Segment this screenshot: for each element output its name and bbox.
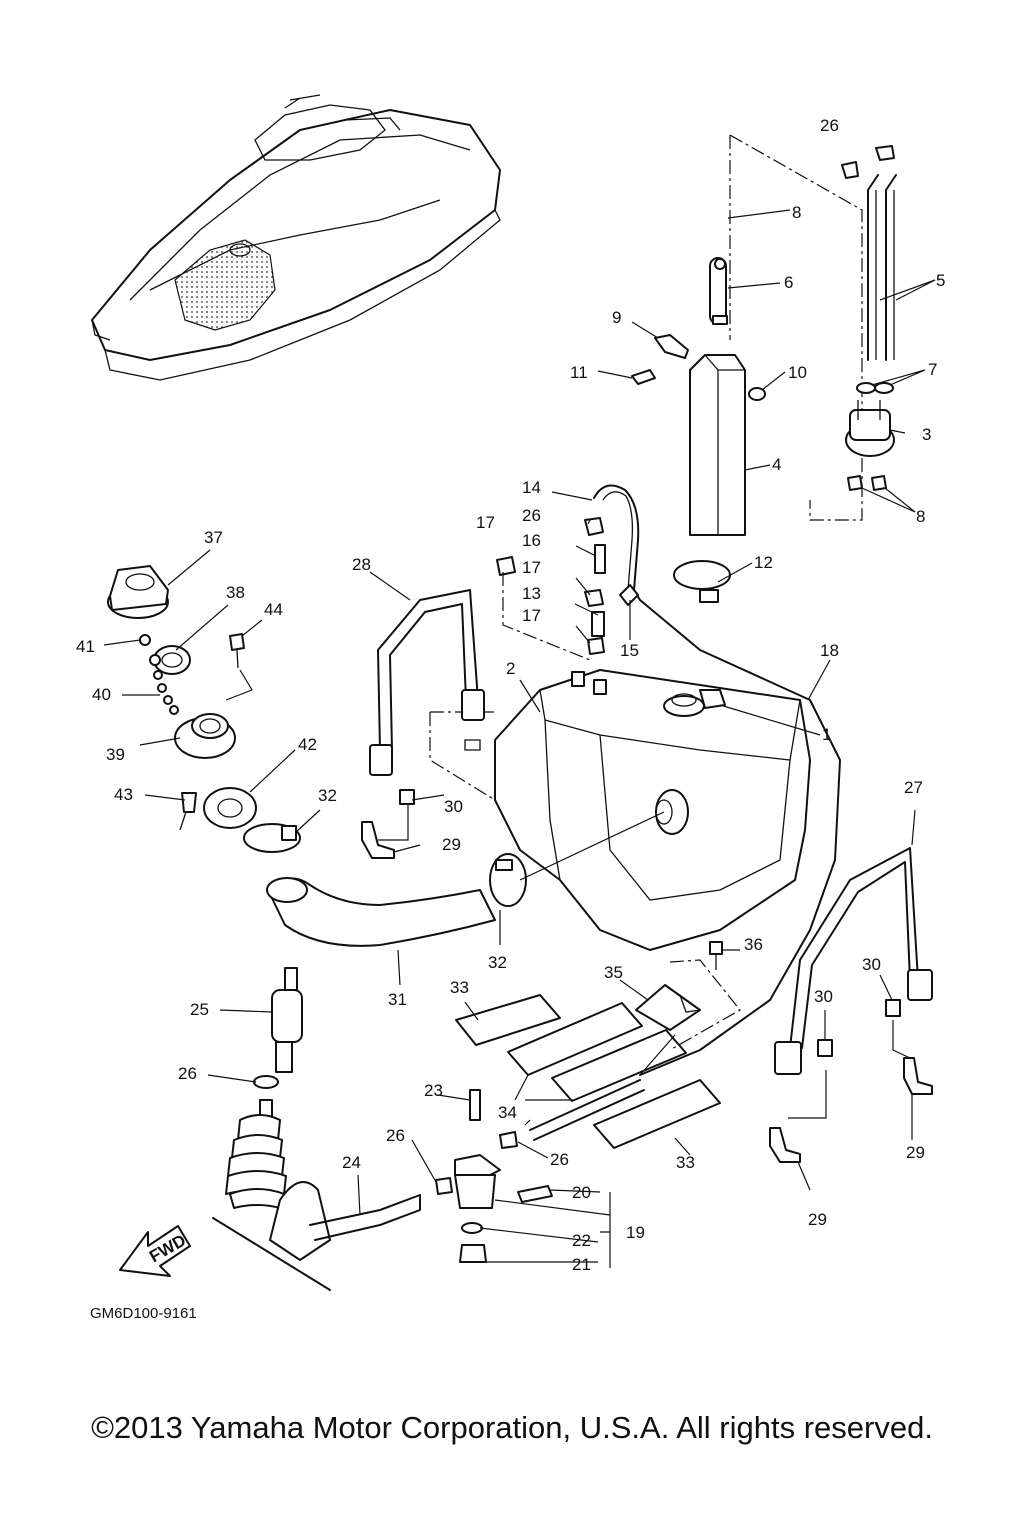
callout-24: 24 <box>342 1153 361 1172</box>
callout-42: 42 <box>298 735 317 754</box>
callout-38: 38 <box>226 583 245 602</box>
callout-40: 40 <box>92 685 111 704</box>
callout-27: 27 <box>904 778 923 797</box>
callout-26c: 26 <box>178 1064 197 1083</box>
callout-9: 9 <box>612 308 621 327</box>
callout-8a: 8 <box>792 203 801 222</box>
callout-13: 13 <box>522 584 541 603</box>
callout-32a: 32 <box>318 786 337 805</box>
watercraft-overview <box>91 94 501 381</box>
callout-6: 6 <box>784 273 793 292</box>
callout-29c: 29 <box>808 1210 827 1229</box>
callout-25: 25 <box>190 1000 209 1019</box>
callout-31: 31 <box>388 990 407 1009</box>
strap-right <box>769 847 933 1163</box>
strap-left <box>361 589 485 859</box>
fuel-filter-assembly <box>212 967 645 1291</box>
callout-29b: 29 <box>906 1143 925 1162</box>
callout-41: 41 <box>76 637 95 656</box>
callout-36: 36 <box>744 935 763 954</box>
callout-4: 4 <box>772 455 781 474</box>
callout-3: 3 <box>922 425 931 444</box>
callout-30c: 30 <box>862 955 881 974</box>
callout-30b: 30 <box>814 987 833 1006</box>
pads <box>455 941 741 1149</box>
callout-28: 28 <box>352 555 371 574</box>
filler-hose <box>266 811 665 947</box>
fuel-pump-sender <box>841 145 897 491</box>
callout-10: 10 <box>788 363 807 382</box>
callout-11: 11 <box>570 363 588 382</box>
callout-37: 37 <box>204 528 223 547</box>
callout-19: 19 <box>626 1223 645 1242</box>
callout-12: 12 <box>754 553 773 572</box>
callout-5: 5 <box>936 271 945 290</box>
callout-26a: 26 <box>820 116 839 135</box>
copyright-notice: ©2013 Yamaha Motor Corporation, U.S.A. A… <box>91 1410 933 1445</box>
callout-17c: 17 <box>522 606 541 625</box>
callout-2: 2 <box>506 659 515 678</box>
callout-26b: 26 <box>522 506 541 525</box>
callout-17b: 17 <box>522 558 541 577</box>
filler-cap-assembly <box>107 565 301 853</box>
callout-44: 44 <box>264 600 283 619</box>
callout-26e: 26 <box>550 1150 569 1169</box>
callout-30a: 30 <box>444 797 463 816</box>
callout-34: 34 <box>498 1103 517 1122</box>
callout-7: 7 <box>928 360 937 379</box>
callout-15: 15 <box>620 641 639 660</box>
callout-33a: 33 <box>450 978 469 997</box>
callout-14: 14 <box>522 478 541 497</box>
fuel-tank <box>429 669 811 951</box>
callout-32b: 32 <box>488 953 507 972</box>
callout-23: 23 <box>424 1081 443 1100</box>
leader-lines <box>103 209 936 1268</box>
callout-18: 18 <box>820 641 839 660</box>
callout-labels: 1 2 3 4 5 6 7 8 8 9 10 11 12 13 14 15 16… <box>76 116 945 1274</box>
callout-39: 39 <box>106 745 125 764</box>
callout-8b: 8 <box>916 507 925 526</box>
vent-hose <box>496 484 841 1076</box>
callout-1: 1 <box>822 725 831 744</box>
callout-16: 16 <box>522 531 541 550</box>
callout-22: 22 <box>572 1231 591 1250</box>
callout-21: 21 <box>572 1255 591 1274</box>
callout-35: 35 <box>604 963 623 982</box>
diagram-code: GM6D100-9161 <box>90 1305 197 1322</box>
fwd-arrow: FWD <box>119 1225 191 1277</box>
filler-tube-assembly <box>631 134 863 603</box>
callout-20: 20 <box>572 1183 591 1202</box>
callout-33b: 33 <box>676 1153 695 1172</box>
callout-26d: 26 <box>386 1126 405 1145</box>
callout-29a: 29 <box>442 835 461 854</box>
callout-43: 43 <box>114 785 133 804</box>
callout-17a: 17 <box>476 513 495 532</box>
